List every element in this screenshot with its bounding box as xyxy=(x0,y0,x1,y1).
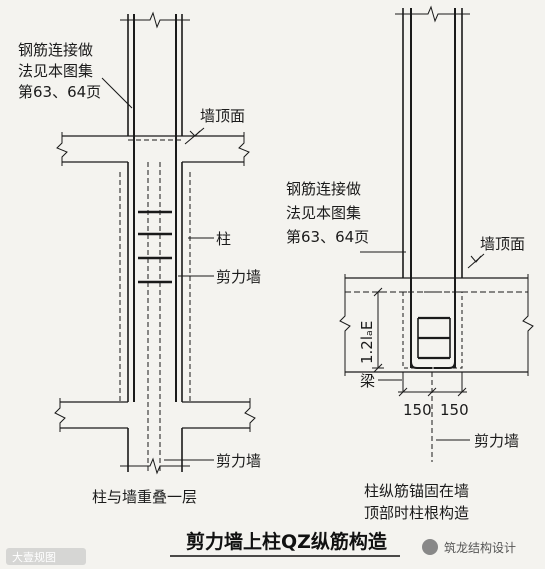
right-note-line-1: 钢筋连接做 xyxy=(286,180,361,198)
right-figure xyxy=(339,5,534,462)
right-note-line-3: 第63、64页 xyxy=(286,228,369,246)
right-shear-wall-label: 剪力墙 xyxy=(474,432,519,450)
watermark-right: 筑龙结构设计 xyxy=(422,539,516,555)
right-wall-top-label: 墙顶面 xyxy=(480,235,525,253)
left-wall-top-label: 墙顶面 xyxy=(200,107,245,125)
left-shear-wall-label-lower: 剪力墙 xyxy=(216,452,261,470)
left-note-line-3: 第63、64页 xyxy=(18,83,101,101)
dim-label-right: 150 xyxy=(440,401,469,419)
figure-title-text: 剪力墙上柱QZ纵筋构造 xyxy=(186,530,388,553)
dim-label-left: 150 xyxy=(403,401,432,419)
left-note-line-1: 钢筋连接做 xyxy=(18,41,93,59)
left-shear-wall-label-upper: 剪力墙 xyxy=(216,268,261,286)
beam-label: 梁 xyxy=(360,372,375,390)
anchor-length-label: 1.2lₐE xyxy=(358,321,376,364)
left-figure xyxy=(54,11,256,475)
watermark-left-text: 大壹规图 xyxy=(12,550,56,564)
right-note-line-2: 法见本图集 xyxy=(286,204,361,222)
wechat-logo-icon xyxy=(422,539,438,555)
right-caption-line-2: 顶部时柱根构造 xyxy=(364,504,469,522)
left-column-label: 柱 xyxy=(216,230,231,248)
right-figure-labels: 钢筋连接做 法见本图集 第63、64页 墙顶面 1.2lₐE 梁 150 150… xyxy=(286,180,525,522)
figure-title: 剪力墙上柱QZ纵筋构造 xyxy=(170,530,400,557)
watermark-right-text: 筑龙结构设计 xyxy=(444,540,516,555)
right-caption-line-1: 柱纵筋锚固在墙 xyxy=(364,482,469,500)
left-note-line-2: 法见本图集 xyxy=(18,62,93,80)
watermark-left: 大壹规图 xyxy=(6,548,86,565)
left-caption: 柱与墙重叠一层 xyxy=(92,488,197,506)
left-figure-labels: 钢筋连接做 法见本图集 第63、64页 墙顶面 柱 剪力墙 剪力墙 柱与墙重叠一… xyxy=(18,41,261,506)
